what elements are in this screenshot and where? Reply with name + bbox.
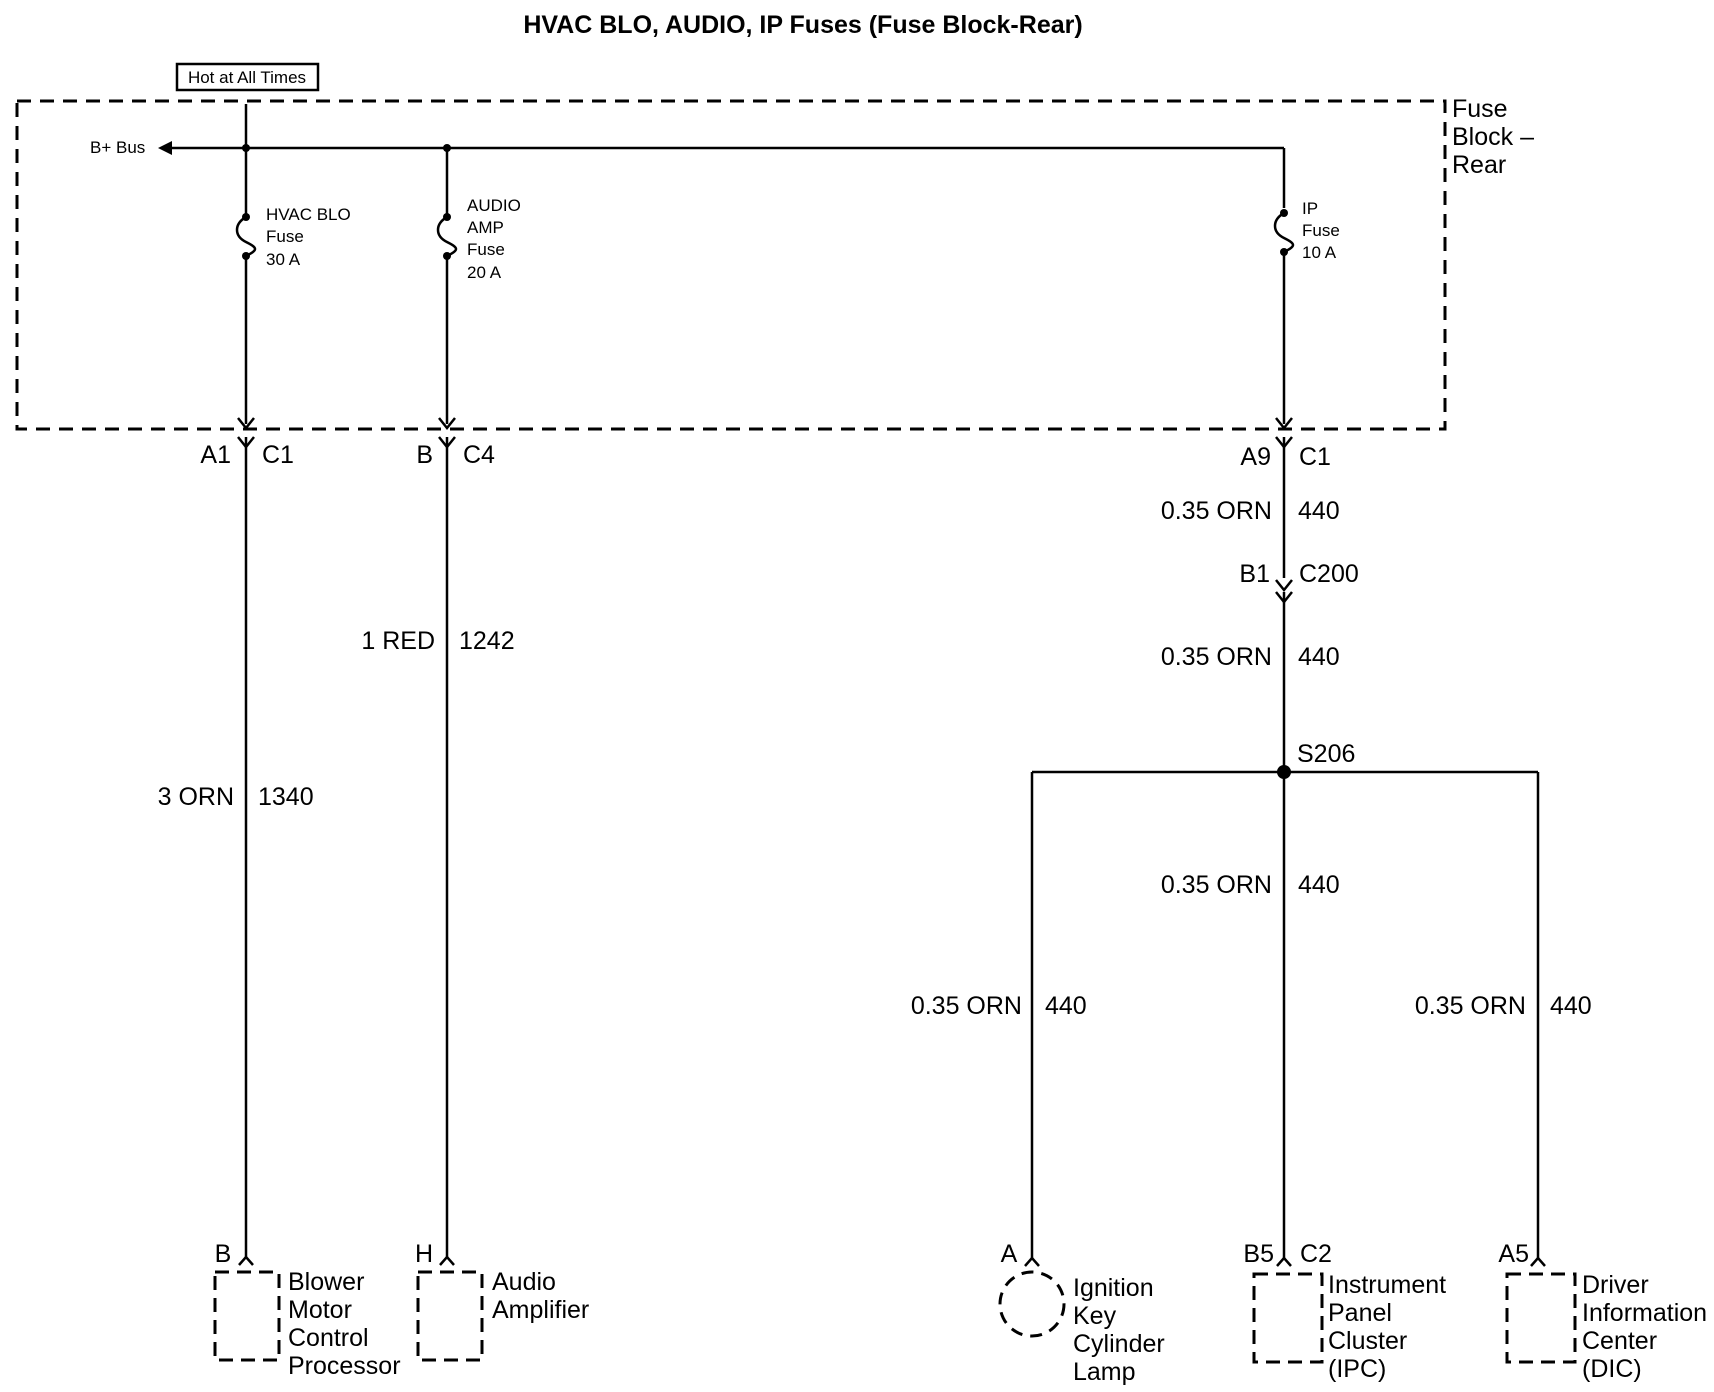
ip-wire1-spec: 0.35 ORN (1161, 497, 1272, 525)
blower-label-1: Blower (288, 1268, 364, 1296)
instrument-panel-cluster: B5 C2 Instrument Panel Cluster (IPC) (1243, 1240, 1446, 1383)
blower-label-4: Processor (288, 1352, 401, 1380)
hvac-pin-label: A1 (200, 441, 231, 469)
audio-fuse-label-4: 20 A (467, 263, 502, 282)
audio-amp-fuse: AUDIO AMP Fuse 20 A (436, 148, 521, 424)
fuse-block-label-3: Rear (1452, 151, 1506, 179)
ign-label-3: Cylinder (1073, 1330, 1165, 1358)
ipc-wire-spec: 0.35 ORN (1161, 871, 1272, 899)
hvac-fuse-label-2: Fuse (266, 227, 304, 246)
dic-wire-spec: 0.35 ORN (1415, 992, 1526, 1020)
fuse-block-boundary (15, 99, 1447, 431)
b-plus-bus: B+ Bus (90, 104, 1286, 208)
hvac-blo-fuse: HVAC BLO Fuse 30 A (235, 148, 351, 424)
ip-fuse: IP Fuse 10 A (1273, 199, 1340, 424)
audio-amplifier: H Audio Amplifier (415, 1240, 589, 1362)
ip-wire2-circuit: 440 (1298, 643, 1340, 671)
dic-label-1: Driver (1582, 1271, 1649, 1299)
ipc-label-2: Panel (1328, 1299, 1392, 1327)
amp-label-1: Audio (492, 1268, 556, 1296)
ipc-pin-label: B5 (1243, 1240, 1274, 1268)
ip-wire1-circuit: 440 (1298, 497, 1340, 525)
ip-fuse-label-2: Fuse (1302, 221, 1340, 240)
audio-wire-circuit: 1242 (459, 627, 515, 655)
audio-wire-spec: 1 RED (361, 627, 435, 655)
hvac-fuse-label-1: HVAC BLO (266, 205, 351, 224)
hot-at-all-times-box: Hot at All Times (175, 62, 320, 92)
amp-label-2: Amplifier (492, 1296, 589, 1324)
dic-pin-label: A5 (1498, 1240, 1529, 1268)
hvac-wire-circuit: 1340 (258, 783, 314, 811)
audio-fuse-label-2: AMP (467, 218, 504, 237)
connector-hvac-c1: A1 C1 (200, 417, 294, 1258)
ign-label-1: Ignition (1073, 1274, 1154, 1302)
connector-audio-c4: B C4 (416, 417, 495, 1258)
ign-wire-circuit: 440 (1045, 992, 1087, 1020)
ip-conn-label: C1 (1299, 443, 1331, 471)
splice-s206: S206 (1030, 740, 1540, 1258)
blower-pin-label: B (215, 1240, 232, 1268)
ip-wire2-spec: 0.35 ORN (1161, 643, 1272, 671)
blower-motor-control-processor: B Blower Motor Control Processor (213, 1240, 401, 1380)
dic-label-4: (DIC) (1582, 1355, 1642, 1383)
splice-label: S206 (1297, 740, 1355, 768)
ipc-conn-label: C2 (1300, 1240, 1332, 1268)
ipc-label-1: Instrument (1328, 1271, 1446, 1299)
ign-wire-spec: 0.35 ORN (911, 992, 1022, 1020)
inline-pin-label: B1 (1239, 560, 1270, 588)
ip-fuse-label-3: 10 A (1302, 243, 1337, 262)
ip-pin-label: A9 (1240, 443, 1271, 471)
audio-fuse-label-1: AUDIO (467, 196, 521, 215)
blower-label-3: Control (288, 1324, 369, 1352)
b-plus-bus-label: B+ Bus (90, 138, 145, 157)
inline-conn-label: C200 (1299, 560, 1359, 588)
audio-fuse-label-3: Fuse (467, 240, 505, 259)
audio-conn-label: C4 (463, 441, 495, 469)
dic-label-2: Information (1582, 1299, 1707, 1327)
ip-fuse-label-1: IP (1302, 199, 1318, 218)
connector-ip-c1: A9 C1 (1240, 417, 1331, 578)
audio-pin-label: B (416, 441, 433, 469)
hvac-wire-spec: 3 ORN (158, 783, 234, 811)
hot-at-all-times-label: Hot at All Times (188, 68, 306, 87)
amp-pin-label: H (415, 1240, 433, 1268)
ign-pin-label: A (1001, 1240, 1018, 1268)
fuse-block-label-1: Fuse (1452, 95, 1508, 123)
dic-wire-circuit: 440 (1550, 992, 1592, 1020)
hvac-fuse-label-3: 30 A (266, 250, 301, 269)
ignition-key-cylinder-lamp: A Ignition Key Cylinder Lamp (998, 1240, 1165, 1386)
driver-information-center: A5 Driver Information Center (DIC) (1498, 1240, 1707, 1383)
ipc-label-3: Cluster (1328, 1327, 1407, 1355)
ign-label-4: Lamp (1073, 1358, 1136, 1386)
diagram-title: HVAC BLO, AUDIO, IP Fuses (Fuse Block-Re… (523, 11, 1082, 39)
fuse-block-label-2: Block – (1452, 123, 1534, 151)
blower-label-2: Motor (288, 1296, 352, 1324)
ipc-label-4: (IPC) (1328, 1355, 1386, 1383)
ipc-wire-circuit: 440 (1298, 871, 1340, 899)
ign-label-2: Key (1073, 1302, 1117, 1330)
dic-label-3: Center (1582, 1327, 1657, 1355)
connector-c200: B1 C200 (1239, 560, 1359, 772)
hvac-conn-label: C1 (262, 441, 294, 469)
